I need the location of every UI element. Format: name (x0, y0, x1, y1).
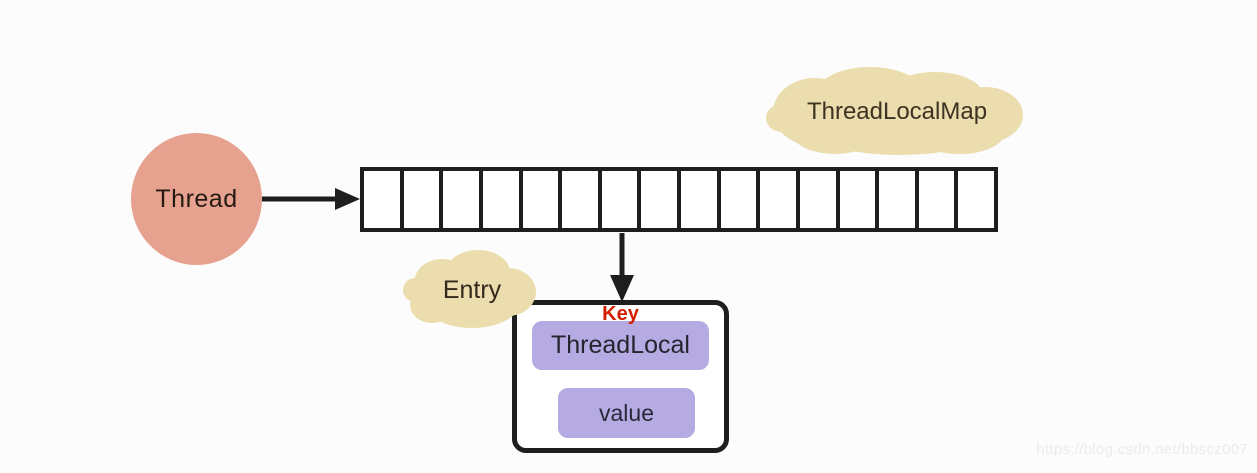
entry-label: Entry (442, 276, 502, 304)
array-cell (562, 171, 602, 228)
thread-node: Thread (131, 133, 262, 265)
value-field-label: value (599, 399, 654, 426)
threadlocalmap-array (360, 167, 998, 232)
threadlocalmap-label: ThreadLocalMap (806, 98, 988, 125)
watermark-text: https://blog.csdn.net/bbscz007 (1036, 441, 1248, 458)
array-cell (523, 171, 563, 228)
array-cell (879, 171, 919, 228)
array-cell (681, 171, 721, 228)
array-cell (483, 171, 523, 228)
array-cell (443, 171, 483, 228)
array-to-entry-arrow (610, 233, 634, 302)
array-cell (641, 171, 681, 228)
entry-key-label: Key (602, 303, 639, 325)
thread-label: Thread (155, 184, 238, 213)
array-cell (404, 171, 444, 228)
array-cell (840, 171, 880, 228)
thread-to-array-arrow (262, 188, 360, 210)
array-cell (721, 171, 761, 228)
value-field: value (558, 388, 695, 438)
array-cell (958, 171, 994, 228)
array-cell (919, 171, 959, 228)
array-cell (800, 171, 840, 228)
threadlocal-field: ThreadLocal (532, 321, 709, 370)
array-cell (760, 171, 800, 228)
array-cell (602, 171, 642, 228)
array-cell (364, 171, 404, 228)
threadlocal-field-label: ThreadLocal (551, 331, 690, 359)
